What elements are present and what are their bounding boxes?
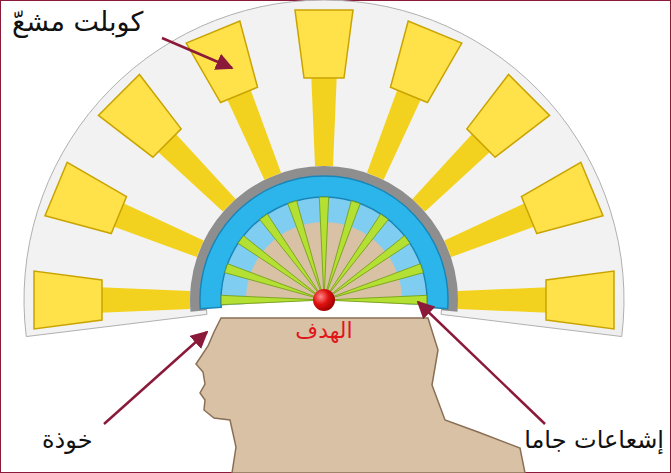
gamma-beam	[324, 214, 388, 300]
cobalt-source	[34, 271, 102, 329]
part-label: خوذة	[42, 426, 93, 455]
gamma-beam	[319, 197, 328, 300]
target-sphere	[313, 289, 335, 311]
inner-ring	[190, 166, 458, 312]
cobalt-source	[546, 271, 614, 329]
source-channel	[311, 70, 337, 166]
leader-line	[162, 38, 232, 68]
gamma-beam	[238, 236, 324, 300]
cobalt-source	[98, 74, 181, 157]
shield-fan	[24, 0, 624, 337]
gamma-beam	[221, 295, 324, 304]
helmet	[200, 176, 448, 309]
cobalt-source	[45, 162, 127, 233]
helmet-shell	[200, 176, 448, 309]
cobalt-source	[186, 21, 257, 103]
gamma-beam	[225, 264, 324, 300]
cobalt-source	[467, 74, 550, 157]
gamma-beam	[324, 201, 360, 300]
gamma-beams	[221, 197, 427, 305]
cobalt-sources	[34, 10, 614, 329]
source-channel	[458, 287, 554, 313]
head-silhouette	[196, 318, 525, 473]
part-label: إشعاعات جاما	[524, 426, 664, 455]
source-channel	[94, 287, 190, 313]
shield-housing	[24, 0, 624, 337]
cobalt-source	[521, 162, 603, 233]
cobalt-source	[295, 10, 353, 78]
cobalt-source	[390, 21, 461, 103]
target-label: الهدف	[295, 318, 352, 344]
gamma-beam	[324, 295, 427, 304]
part-label: كوبلت مشعّ	[12, 6, 143, 38]
leader-line	[418, 302, 545, 424]
leader-line	[104, 332, 207, 424]
